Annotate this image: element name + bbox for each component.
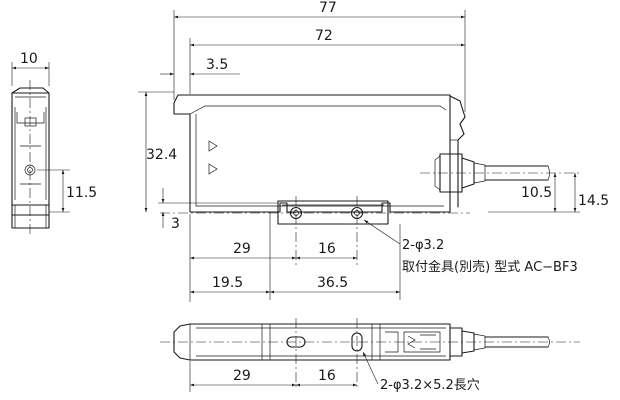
dimension-height-label: 32.4	[146, 147, 177, 163]
callout-mount-holes-label: 2-φ3.2	[402, 238, 444, 253]
dimension-slot-position-label: 29	[233, 368, 251, 384]
side-view-body	[11, 87, 50, 229]
bottom-view: 29 16 2-φ3.2×5.2長穴	[160, 318, 580, 393]
dimension-mount-pitch: 16	[296, 241, 357, 260]
dimension-overall-length: 77	[173, 0, 466, 112]
dimension-side-width: 10	[11, 51, 50, 86]
front-view: 77 72 3.5 32.4 3 2	[138, 0, 609, 302]
dimension-bracket-width-label: 36.5	[317, 275, 348, 291]
dimension-mount-position-label: 29	[233, 241, 251, 257]
dimension-connector-height: 10.5	[488, 173, 580, 213]
dimension-overall-length-label: 77	[319, 0, 337, 16]
dimension-body-length-label: 72	[315, 28, 333, 44]
dimension-slot-pitch-label: 16	[318, 368, 336, 384]
dimension-slot-position: 29	[189, 361, 296, 392]
callout-mount-holes: 2-φ3.2	[363, 219, 444, 253]
dimension-bracket-position: 19.5	[190, 212, 401, 300]
dimension-base-offset-label: 3	[171, 216, 180, 232]
dimension-top-offset-label: 3.5	[206, 57, 228, 73]
dimension-height: 32.4	[138, 91, 177, 212]
dimension-base-offset: 3	[158, 188, 278, 232]
front-view-indicator-marks	[208, 140, 218, 175]
dimension-mount-pitch-label: 16	[318, 241, 336, 257]
dimension-side-width-label: 10	[20, 51, 38, 67]
dimension-top-offset: 3.5	[160, 57, 240, 76]
dimension-bracket-position-label: 19.5	[212, 275, 243, 291]
dimension-led-height: 11.5	[37, 169, 97, 213]
dimension-slot-pitch: 16	[296, 368, 357, 387]
dimension-cable-height: 14.5	[573, 173, 609, 212]
dimension-mount-position: 29	[189, 214, 296, 302]
bracket-model-note: 取付金具(別売) 型式 AC−BF3	[402, 259, 578, 275]
callout-slot-holes: 2-φ3.2×5.2長穴	[362, 351, 480, 393]
dimension-cable-height-label: 14.5	[578, 193, 609, 209]
side-view: 10 11.5	[11, 51, 97, 236]
bottom-view-cable	[484, 336, 550, 348]
front-view-body	[173, 94, 466, 213]
dimension-bracket-width: 36.5	[270, 275, 400, 294]
dimension-led-height-label: 11.5	[66, 185, 97, 201]
dimension-body-length: 72	[189, 28, 465, 94]
callout-slot-holes-label: 2-φ3.2×5.2長穴	[380, 378, 480, 393]
dimension-connector-height-label: 10.5	[521, 185, 552, 201]
